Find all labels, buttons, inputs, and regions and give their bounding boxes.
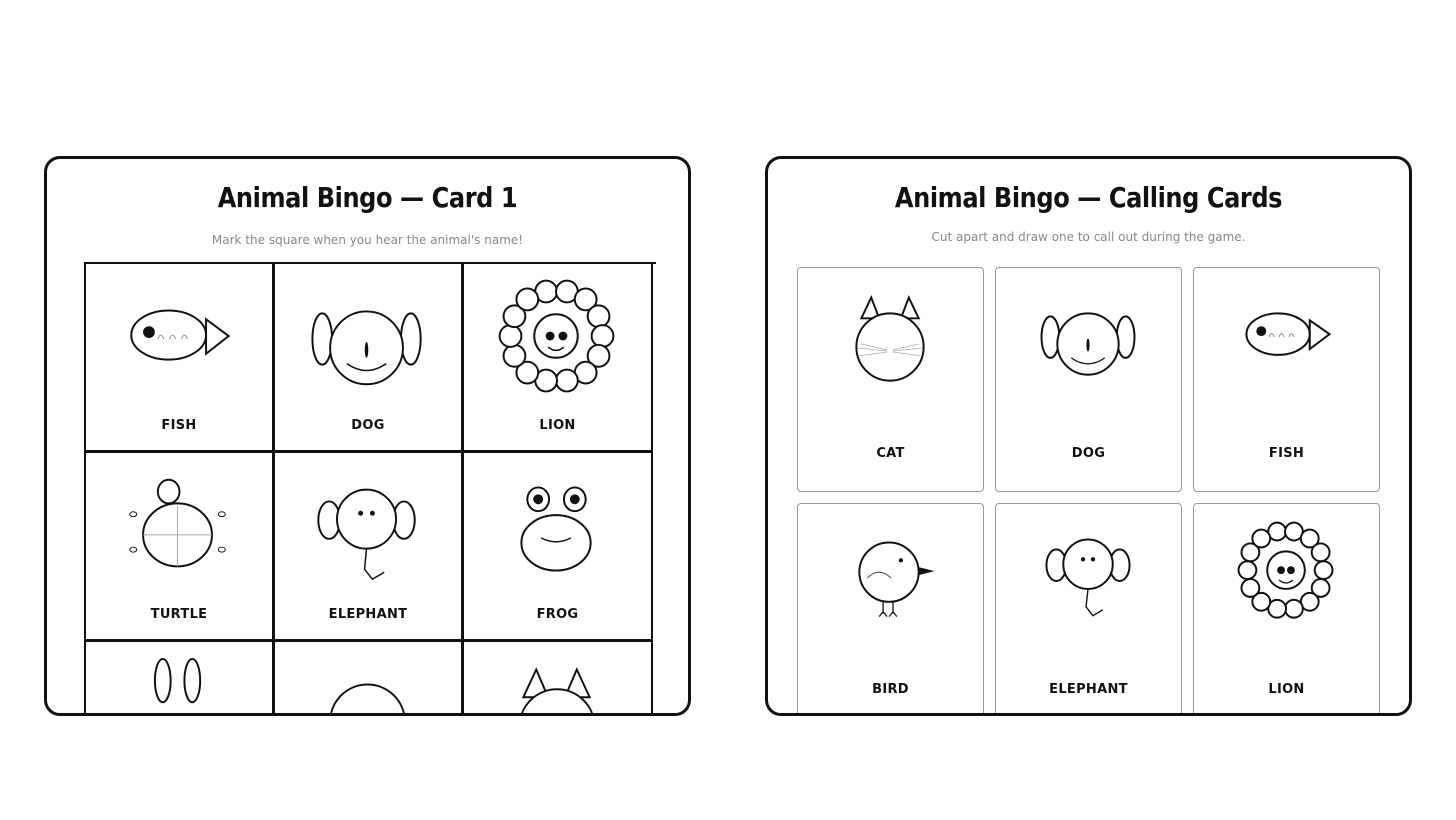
fish-icon: [130, 309, 231, 361]
dog-icon: [311, 310, 422, 386]
calling-card-label: DOG: [1071, 446, 1106, 461]
calling-card-lion[interactable]: LION: [1193, 503, 1380, 713]
bingo-cell-label: FISH: [161, 418, 197, 433]
bingo-cell-label: FROG: [536, 607, 579, 622]
bingo-cell-label: LION: [539, 418, 576, 433]
turtle-icon: [129, 478, 226, 568]
bingo-cell-cat[interactable]: [464, 642, 653, 713]
bingo-cell-frog[interactable]: FROG: [464, 453, 653, 642]
lion-icon: [1237, 521, 1334, 619]
bingo-cell-turtle[interactable]: TURTLE: [86, 453, 275, 642]
calling-cards-title: Animal Bingo — Calling Cards: [894, 181, 1283, 214]
calling-card-dog[interactable]: DOG: [995, 267, 1182, 492]
bird-icon: [858, 541, 935, 618]
bingo-cell-fish[interactable]: FISH: [86, 264, 275, 453]
frog-icon: [520, 486, 592, 572]
calling-card-label: CAT: [876, 446, 905, 461]
calling-card-label: BIRD: [872, 682, 909, 697]
calling-card-label: ELEPHANT: [1049, 682, 1128, 697]
bingo-grid: FISH DOG: [84, 262, 656, 713]
bingo-card-subtitle: Mark the square when you hear the animal…: [211, 233, 524, 247]
elephant-icon: [317, 488, 416, 581]
calling-card-cat[interactable]: CAT: [797, 267, 984, 492]
calling-card-label: LION: [1268, 682, 1305, 697]
bingo-cell-rabbit[interactable]: [86, 642, 275, 713]
bingo-card-title: Animal Bingo — Card 1: [217, 181, 518, 214]
bingo-cell-dog[interactable]: DOG: [275, 264, 464, 453]
elephant-icon: [1045, 538, 1131, 617]
calling-cards-panel: Animal Bingo — Calling Cards Cut apart a…: [765, 156, 1412, 716]
bingo-cell-lion[interactable]: LION: [464, 264, 653, 453]
fish-icon: [1245, 312, 1332, 356]
cat-icon: [855, 295, 925, 382]
bingo-cell-label: DOG: [351, 418, 385, 433]
round-animal-icon: [330, 683, 405, 713]
lion-icon: [498, 279, 615, 393]
cat-icon: [521, 667, 593, 713]
calling-cards-subtitle: Cut apart and draw one to call out durin…: [931, 230, 1246, 244]
bingo-cell-round-animal[interactable]: [275, 642, 464, 713]
calling-card-fish[interactable]: FISH: [1193, 267, 1380, 492]
calling-card-elephant[interactable]: ELEPHANT: [995, 503, 1182, 713]
bingo-cell-label: ELEPHANT: [328, 607, 408, 622]
bingo-cell-label: TURTLE: [150, 607, 208, 622]
calling-card-grid: CAT DOG FISH: [797, 267, 1380, 713]
bingo-card-panel: Animal Bingo — Card 1 Mark the square wh…: [44, 156, 691, 716]
dog-icon: [1040, 312, 1136, 376]
bingo-cell-elephant[interactable]: ELEPHANT: [275, 453, 464, 642]
calling-card-bird[interactable]: BIRD: [797, 503, 984, 713]
rabbit-icon: [153, 657, 202, 704]
calling-card-label: FISH: [1268, 446, 1305, 461]
